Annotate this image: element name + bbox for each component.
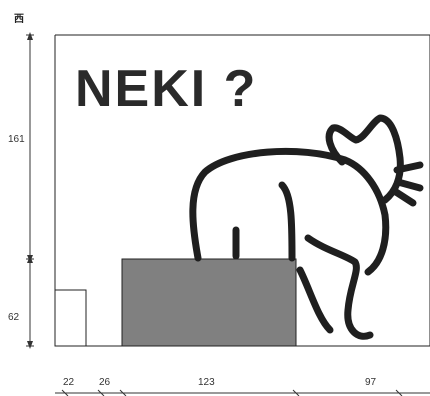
vertical-dimension [26, 34, 34, 347]
cat-head [325, 114, 404, 204]
dim-horizontal-3: 123 [198, 377, 215, 388]
cat-whisker-2 [394, 178, 424, 192]
arrow-top [27, 32, 33, 40]
arrow-bottom [27, 341, 33, 349]
arrow-mid-down [27, 256, 33, 263]
dim-vertical-upper: 161 [8, 134, 25, 145]
dim-vertical-lower: 62 [8, 312, 20, 323]
cat-illustration [189, 114, 424, 340]
corner-label: 西 [14, 14, 24, 25]
cat-body-outline [189, 147, 390, 276]
dim-horizontal-2: 26 [99, 377, 111, 388]
cat-front-leg [304, 234, 374, 340]
cat-whisker-1 [393, 161, 424, 174]
signage-text: NEKI ? [75, 60, 257, 118]
dim-horizontal-1: 22 [63, 377, 75, 388]
cat-hind-leg [278, 181, 296, 262]
dim-horizontal-4: 97 [365, 377, 377, 388]
gray-block [121, 258, 297, 347]
cat-lower-paw [296, 266, 334, 334]
cat-whisker-3 [392, 188, 417, 207]
door-box [54, 289, 87, 347]
horizontal-dimension [55, 389, 430, 396]
